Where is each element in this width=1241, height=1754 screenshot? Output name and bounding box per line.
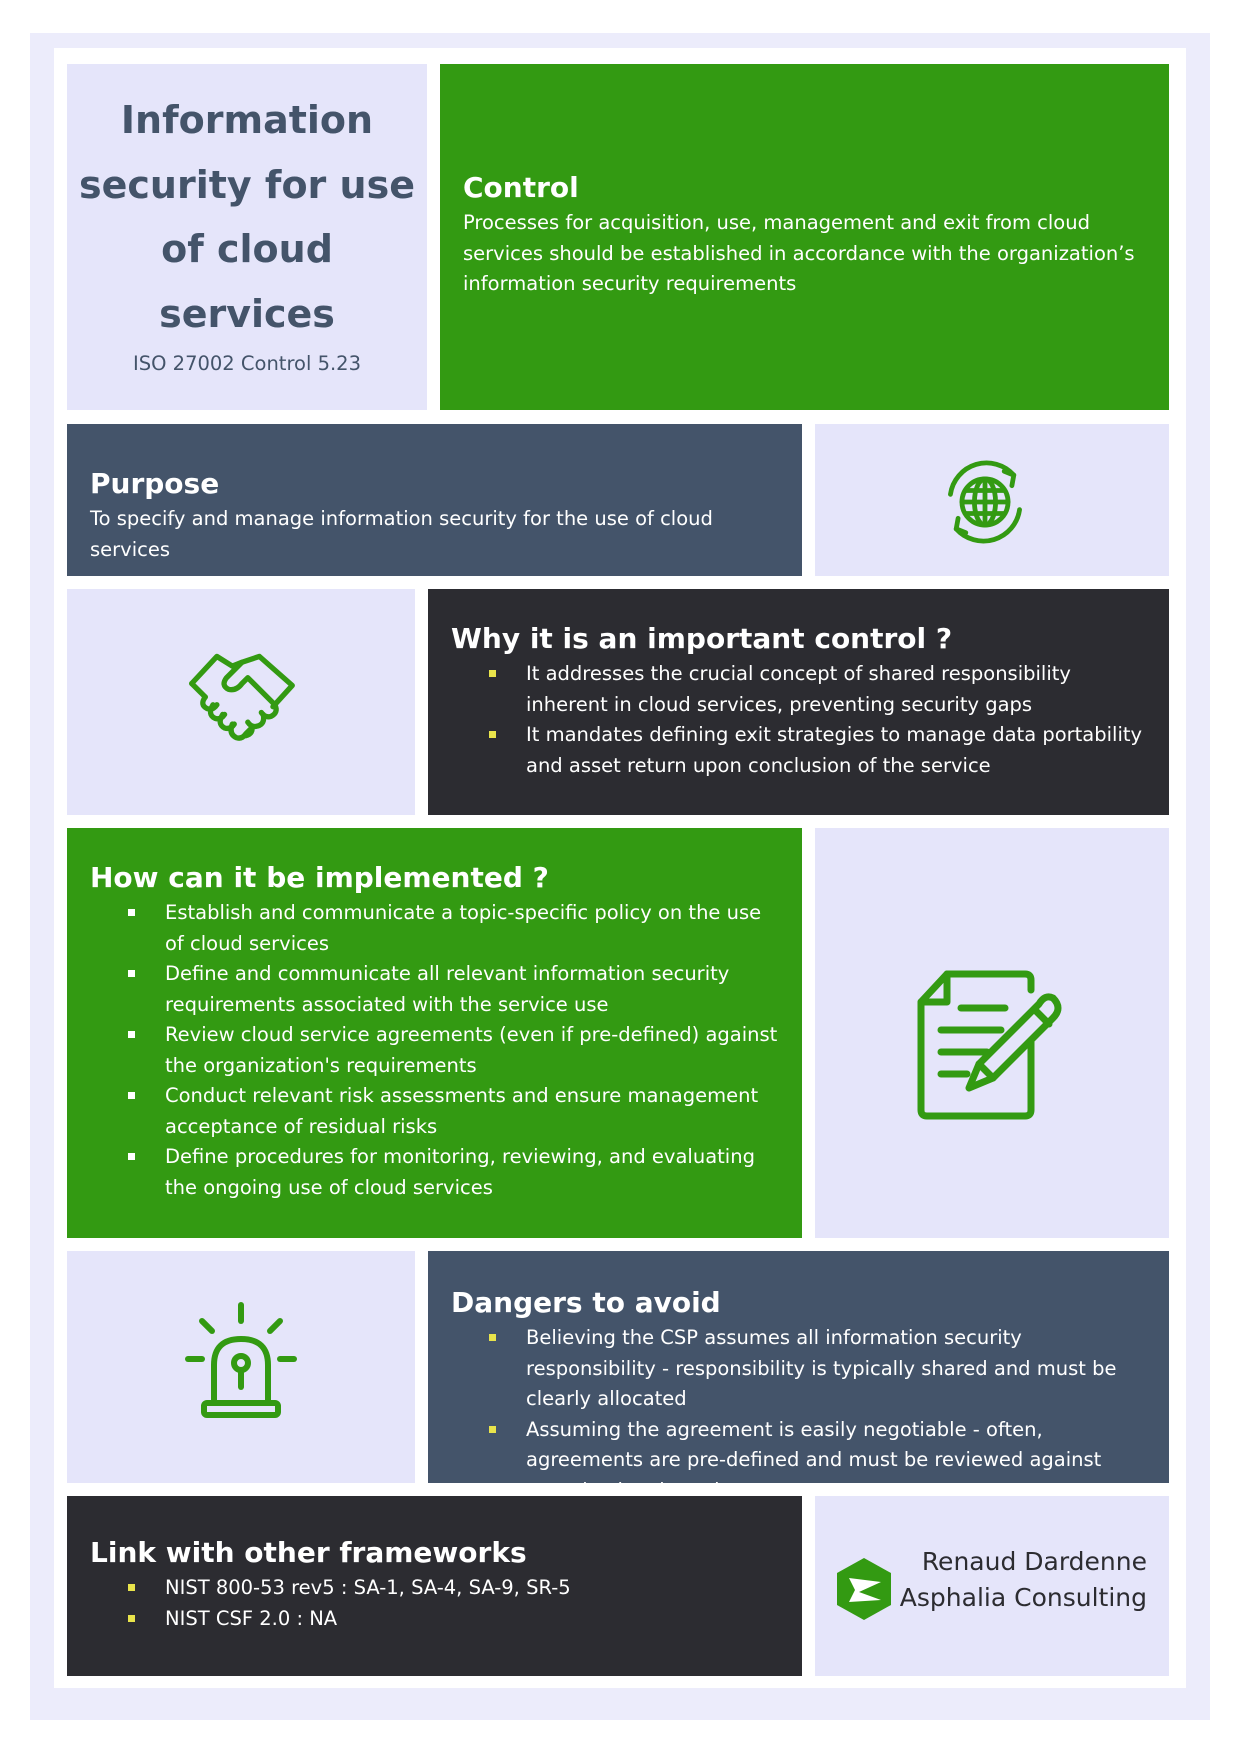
dangers-list: Believing the CSP assumes all informatio… [451, 1323, 1146, 1506]
why-box: Why it is an important control ? It addr… [428, 589, 1169, 815]
how-heading: How can it be implemented ? [90, 861, 549, 894]
handshake-icon-box [67, 589, 415, 815]
list-item: Review cloud service agreements (even if… [90, 1020, 779, 1081]
how-list: Establish and communicate a topic-specif… [90, 898, 779, 1203]
globe-refresh-icon [948, 460, 1022, 544]
globe-icon-box [815, 424, 1169, 576]
dangers-heading: Dangers to avoid [451, 1286, 721, 1319]
title-box: Information security for use of cloud se… [67, 64, 427, 410]
list-item: Establish and communicate a topic-specif… [90, 898, 779, 959]
list-item: It addresses the crucial concept of shar… [451, 659, 1146, 720]
list-item: Assuming the agreement is easily negotia… [451, 1415, 1146, 1507]
frameworks-heading: Link with other frameworks [90, 1536, 527, 1569]
page-title: Information security for use of cloud se… [79, 98, 415, 336]
document-edit-icon [917, 970, 1062, 1120]
purpose-box: Purpose To specify and manage informatio… [67, 424, 802, 576]
document-icon-box [815, 828, 1169, 1238]
frameworks-list: NIST 800-53 rev5 : SA-1, SA-4, SA-9, SR-… [90, 1573, 779, 1634]
purpose-text: To specify and manage information securi… [90, 507, 713, 561]
why-heading: Why it is an important control ? [451, 622, 953, 655]
list-item: NIST CSF 2.0 : NA [90, 1604, 779, 1635]
asphalia-logo-icon [837, 1558, 891, 1620]
control-heading: Control [463, 171, 579, 204]
author-box: Renaud Dardenne Asphalia Consulting [815, 1496, 1169, 1676]
author-name: Renaud Dardenne [921, 1547, 1147, 1576]
list-item: Believing the CSP assumes all informatio… [451, 1323, 1146, 1415]
author-company: Asphalia Consulting [899, 1583, 1147, 1612]
page-subtitle: ISO 27002 Control 5.23 [132, 352, 361, 375]
alarm-siren-icon [185, 1302, 297, 1418]
list-item: Define procedures for monitoring, review… [90, 1142, 779, 1203]
author-block: Renaud Dardenne Asphalia Consulting [900, 1544, 1147, 1616]
list-item: Conduct relevant risk assessments and en… [90, 1081, 779, 1142]
dangers-box: Dangers to avoid Believing the CSP assum… [428, 1251, 1169, 1502]
alarm-icon-box [67, 1251, 415, 1483]
purpose-heading: Purpose [90, 467, 220, 500]
list-item: NIST 800-53 rev5 : SA-1, SA-4, SA-9, SR-… [90, 1573, 779, 1604]
control-box: Control Processes for acquisition, use, … [440, 64, 1169, 410]
frameworks-box: Link with other frameworks NIST 800-53 r… [67, 1496, 802, 1676]
why-list: It addresses the crucial concept of shar… [451, 659, 1146, 781]
handshake-icon [189, 653, 295, 741]
list-item: Define and communicate all relevant info… [90, 959, 779, 1020]
control-text: Processes for acquisition, use, manageme… [463, 211, 1135, 295]
how-box: How can it be implemented ? Establish an… [67, 828, 802, 1238]
list-item: It mandates defining exit strategies to … [451, 720, 1146, 781]
